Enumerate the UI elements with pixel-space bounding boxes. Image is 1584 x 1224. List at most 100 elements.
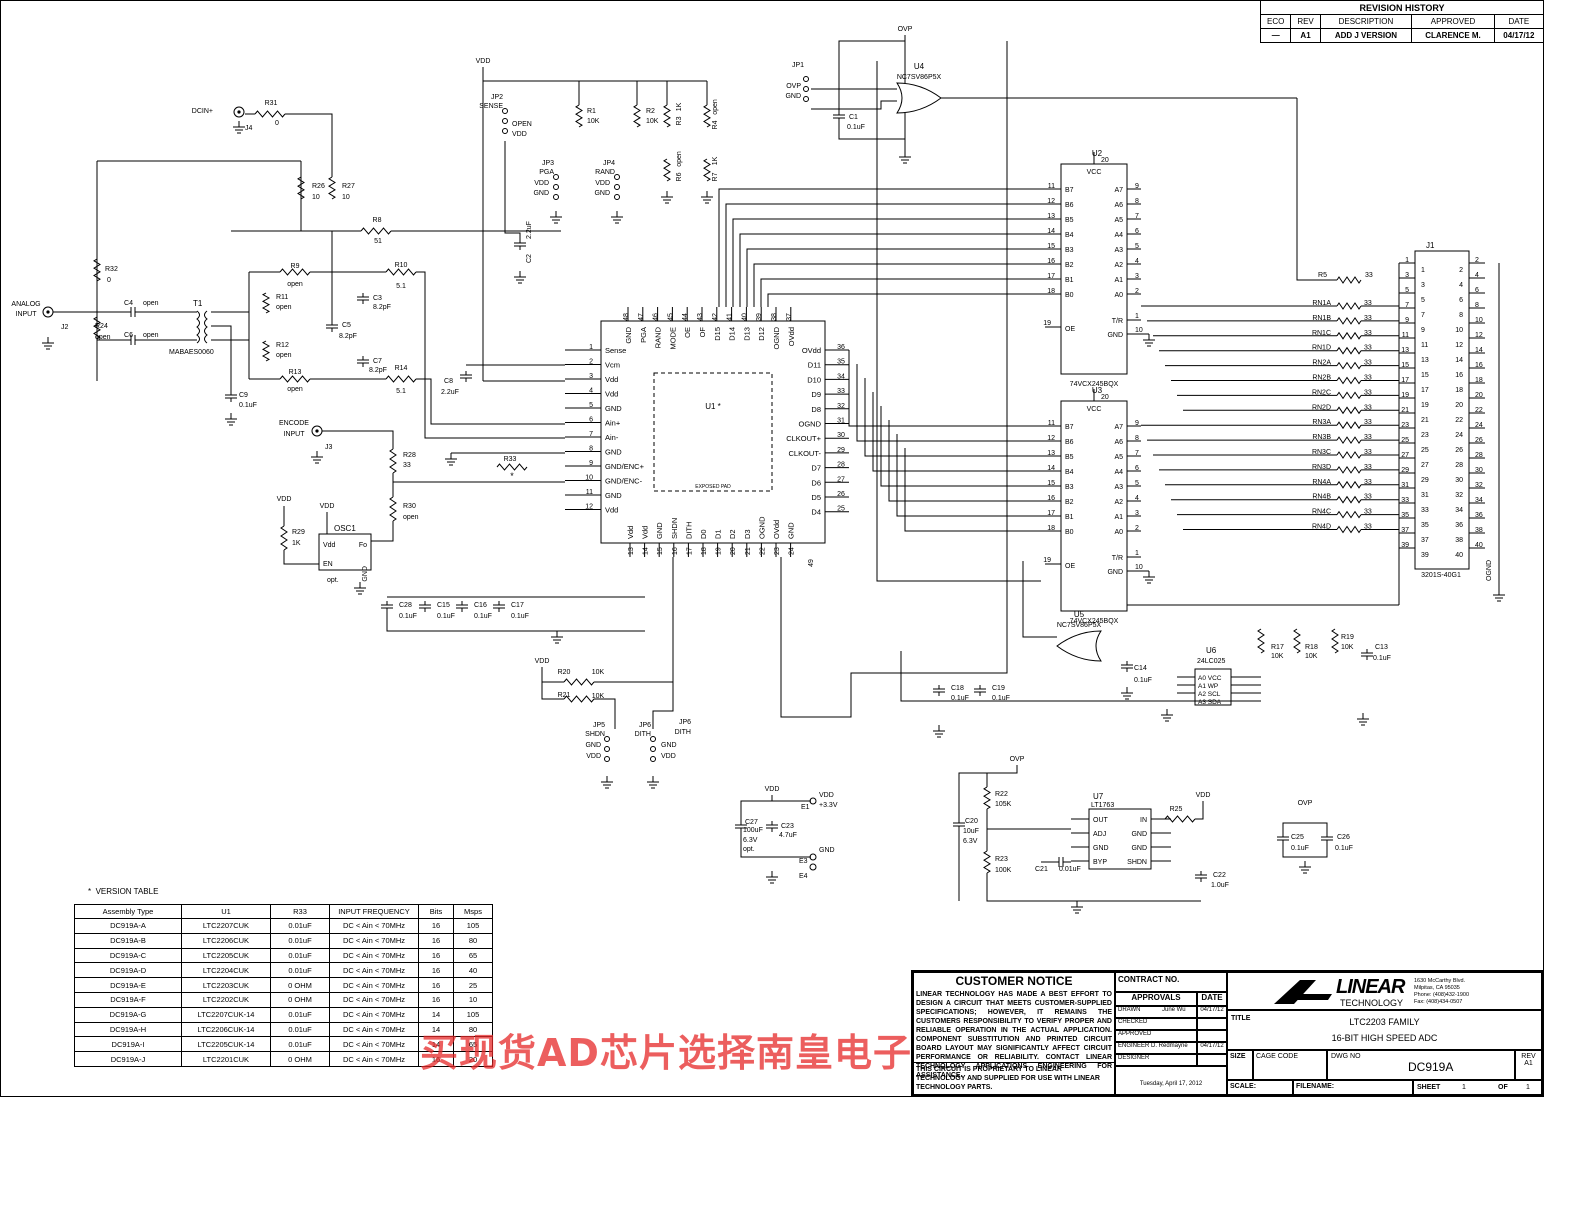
j1-pin-number: 33 [1421, 507, 1429, 514]
wire [876, 61, 1041, 582]
approvals-date-header: DATE [1197, 992, 1227, 1006]
j1-pin-number: 21 [1421, 417, 1429, 424]
r13-value: open [287, 386, 303, 393]
vt-header-assembly: Assembly Type [74, 904, 182, 919]
version-table-cell: DC919A-D [74, 962, 182, 979]
version-table-cell: 14 [418, 1006, 454, 1023]
vt-header-bits: Bits [418, 904, 454, 919]
wire [740, 795, 773, 821]
u3-pin-number: 5 [1135, 480, 1139, 487]
e1-label: E1 [801, 804, 810, 811]
wire [753, 263, 1045, 307]
r30-label: R30 [403, 503, 416, 510]
j1-pin-number: 35 [1401, 512, 1409, 519]
j1-pin-number: 37 [1421, 537, 1429, 544]
wire [838, 35, 906, 111]
j1-pin-number: 10 [1475, 317, 1483, 324]
r23-value: 100K [995, 867, 1012, 874]
r31-label: R31 [265, 100, 278, 107]
r11-label: R11 [276, 294, 288, 301]
u6-pin-name: A3 SDA [1198, 699, 1222, 706]
u1-pin-number: 48 [623, 313, 630, 321]
rev-area: REV A1 [1515, 1050, 1542, 1080]
wire [856, 364, 1045, 442]
u1-pin-number: 4 [589, 388, 593, 395]
connector-center [46, 310, 50, 314]
rev-header-rev: REV [1290, 14, 1321, 29]
j1-pin-number: 39 [1401, 542, 1409, 549]
r18-label: R18 [1305, 644, 1318, 651]
u1-pin-name: D13 [742, 327, 751, 341]
wire [1336, 276, 1362, 284]
u3-pin-number: 18 [1047, 525, 1055, 532]
r3-value: 1K [676, 102, 683, 111]
u1-pin-number: 43 [697, 313, 704, 321]
rn-label: RN3D [1312, 464, 1331, 471]
r14-label: R14 [395, 365, 408, 372]
version-table-cell: 16 [418, 932, 454, 949]
wire [285, 113, 333, 177]
jp2-pin [502, 118, 508, 124]
u3-ref: U3 [1092, 386, 1103, 395]
c13-value: 0.1uF [1373, 655, 1391, 662]
c25-value: 0.1uF [1291, 845, 1309, 852]
company-sub: TECHNOLOGY [1340, 998, 1404, 1008]
u1-pin-number: 6 [589, 417, 593, 424]
j1-ref: J1 [1426, 241, 1435, 250]
bypass-cap-value: 0.1uF [992, 695, 1010, 702]
j1-pin-number: 38 [1455, 537, 1463, 544]
u1-pin-name: D0 [699, 529, 708, 539]
contract-no: CONTRACT NO. [1115, 972, 1227, 992]
bypass-cap-label: C19 [992, 685, 1005, 692]
u1-pin-name: OGND [799, 420, 822, 429]
u1-pin-name: D10 [807, 375, 821, 384]
version-table-cell: DC < Ain < 70MHz [329, 932, 419, 949]
sheet-number: 1 [1462, 1084, 1466, 1091]
engineer-label: ENGINEER D. Redmayne [1115, 1042, 1197, 1054]
j1-pin-number: 21 [1401, 407, 1409, 414]
osc1-body [318, 533, 372, 571]
u2-pin-name: B3 [1065, 247, 1074, 254]
rev-label: REV [1521, 1053, 1536, 1060]
rn-value: 33 [1364, 494, 1372, 501]
r32-label: R32 [105, 266, 118, 273]
u2-pin-number: 12 [1047, 198, 1055, 205]
u1-pin-number: 13 [628, 547, 635, 555]
jp6-pin [650, 756, 656, 762]
u4-body [896, 82, 942, 114]
jp1-pin [803, 86, 809, 92]
jp3-option: VDD [534, 180, 549, 187]
u3-pin-name: B5 [1065, 454, 1074, 461]
u1-pin-number: 36 [837, 344, 845, 351]
u2-pin-number: 18 [1047, 288, 1055, 295]
j1-pin-number: 26 [1475, 437, 1483, 444]
jp6-option: GND [661, 742, 677, 749]
analog-input-label: ANALOG [11, 301, 40, 308]
j1-pin-number: 30 [1455, 477, 1463, 484]
c25-label: C25 [1291, 834, 1304, 841]
j1-pin-number: 2 [1459, 267, 1463, 274]
wire [1282, 822, 1328, 833]
r20-value: 10K [592, 669, 605, 676]
u1-pin-name: MODE [668, 327, 677, 350]
customer-notice-footer: THIS CIRCUIT IS PROPRIETARY TO LINEAR TE… [914, 1062, 1114, 1094]
j1-pin-number: 19 [1421, 402, 1429, 409]
u1-pin-name: Ain- [605, 433, 619, 442]
wire [594, 698, 616, 729]
r29-value: 1K [292, 540, 301, 547]
jp6-sublabel: DITH [635, 731, 651, 738]
r32-value: 0 [107, 277, 111, 284]
r21-value: 10K [592, 693, 605, 700]
wire [1282, 844, 1328, 858]
u7-pin-name: BYP [1093, 859, 1107, 866]
u2-pin-name: A7 [1114, 187, 1123, 194]
r22-label: R22 [995, 791, 1008, 798]
j1-part: 3201S-40G1 [1421, 572, 1461, 579]
u1-pin-number: 35 [837, 359, 845, 366]
jp2-label: JP2 [491, 94, 503, 101]
r18-value: 10K [1305, 653, 1318, 660]
wire [1336, 406, 1362, 415]
sheet-area: SHEET 1 OF 1 [1413, 1080, 1542, 1095]
u2-body [1060, 163, 1128, 375]
